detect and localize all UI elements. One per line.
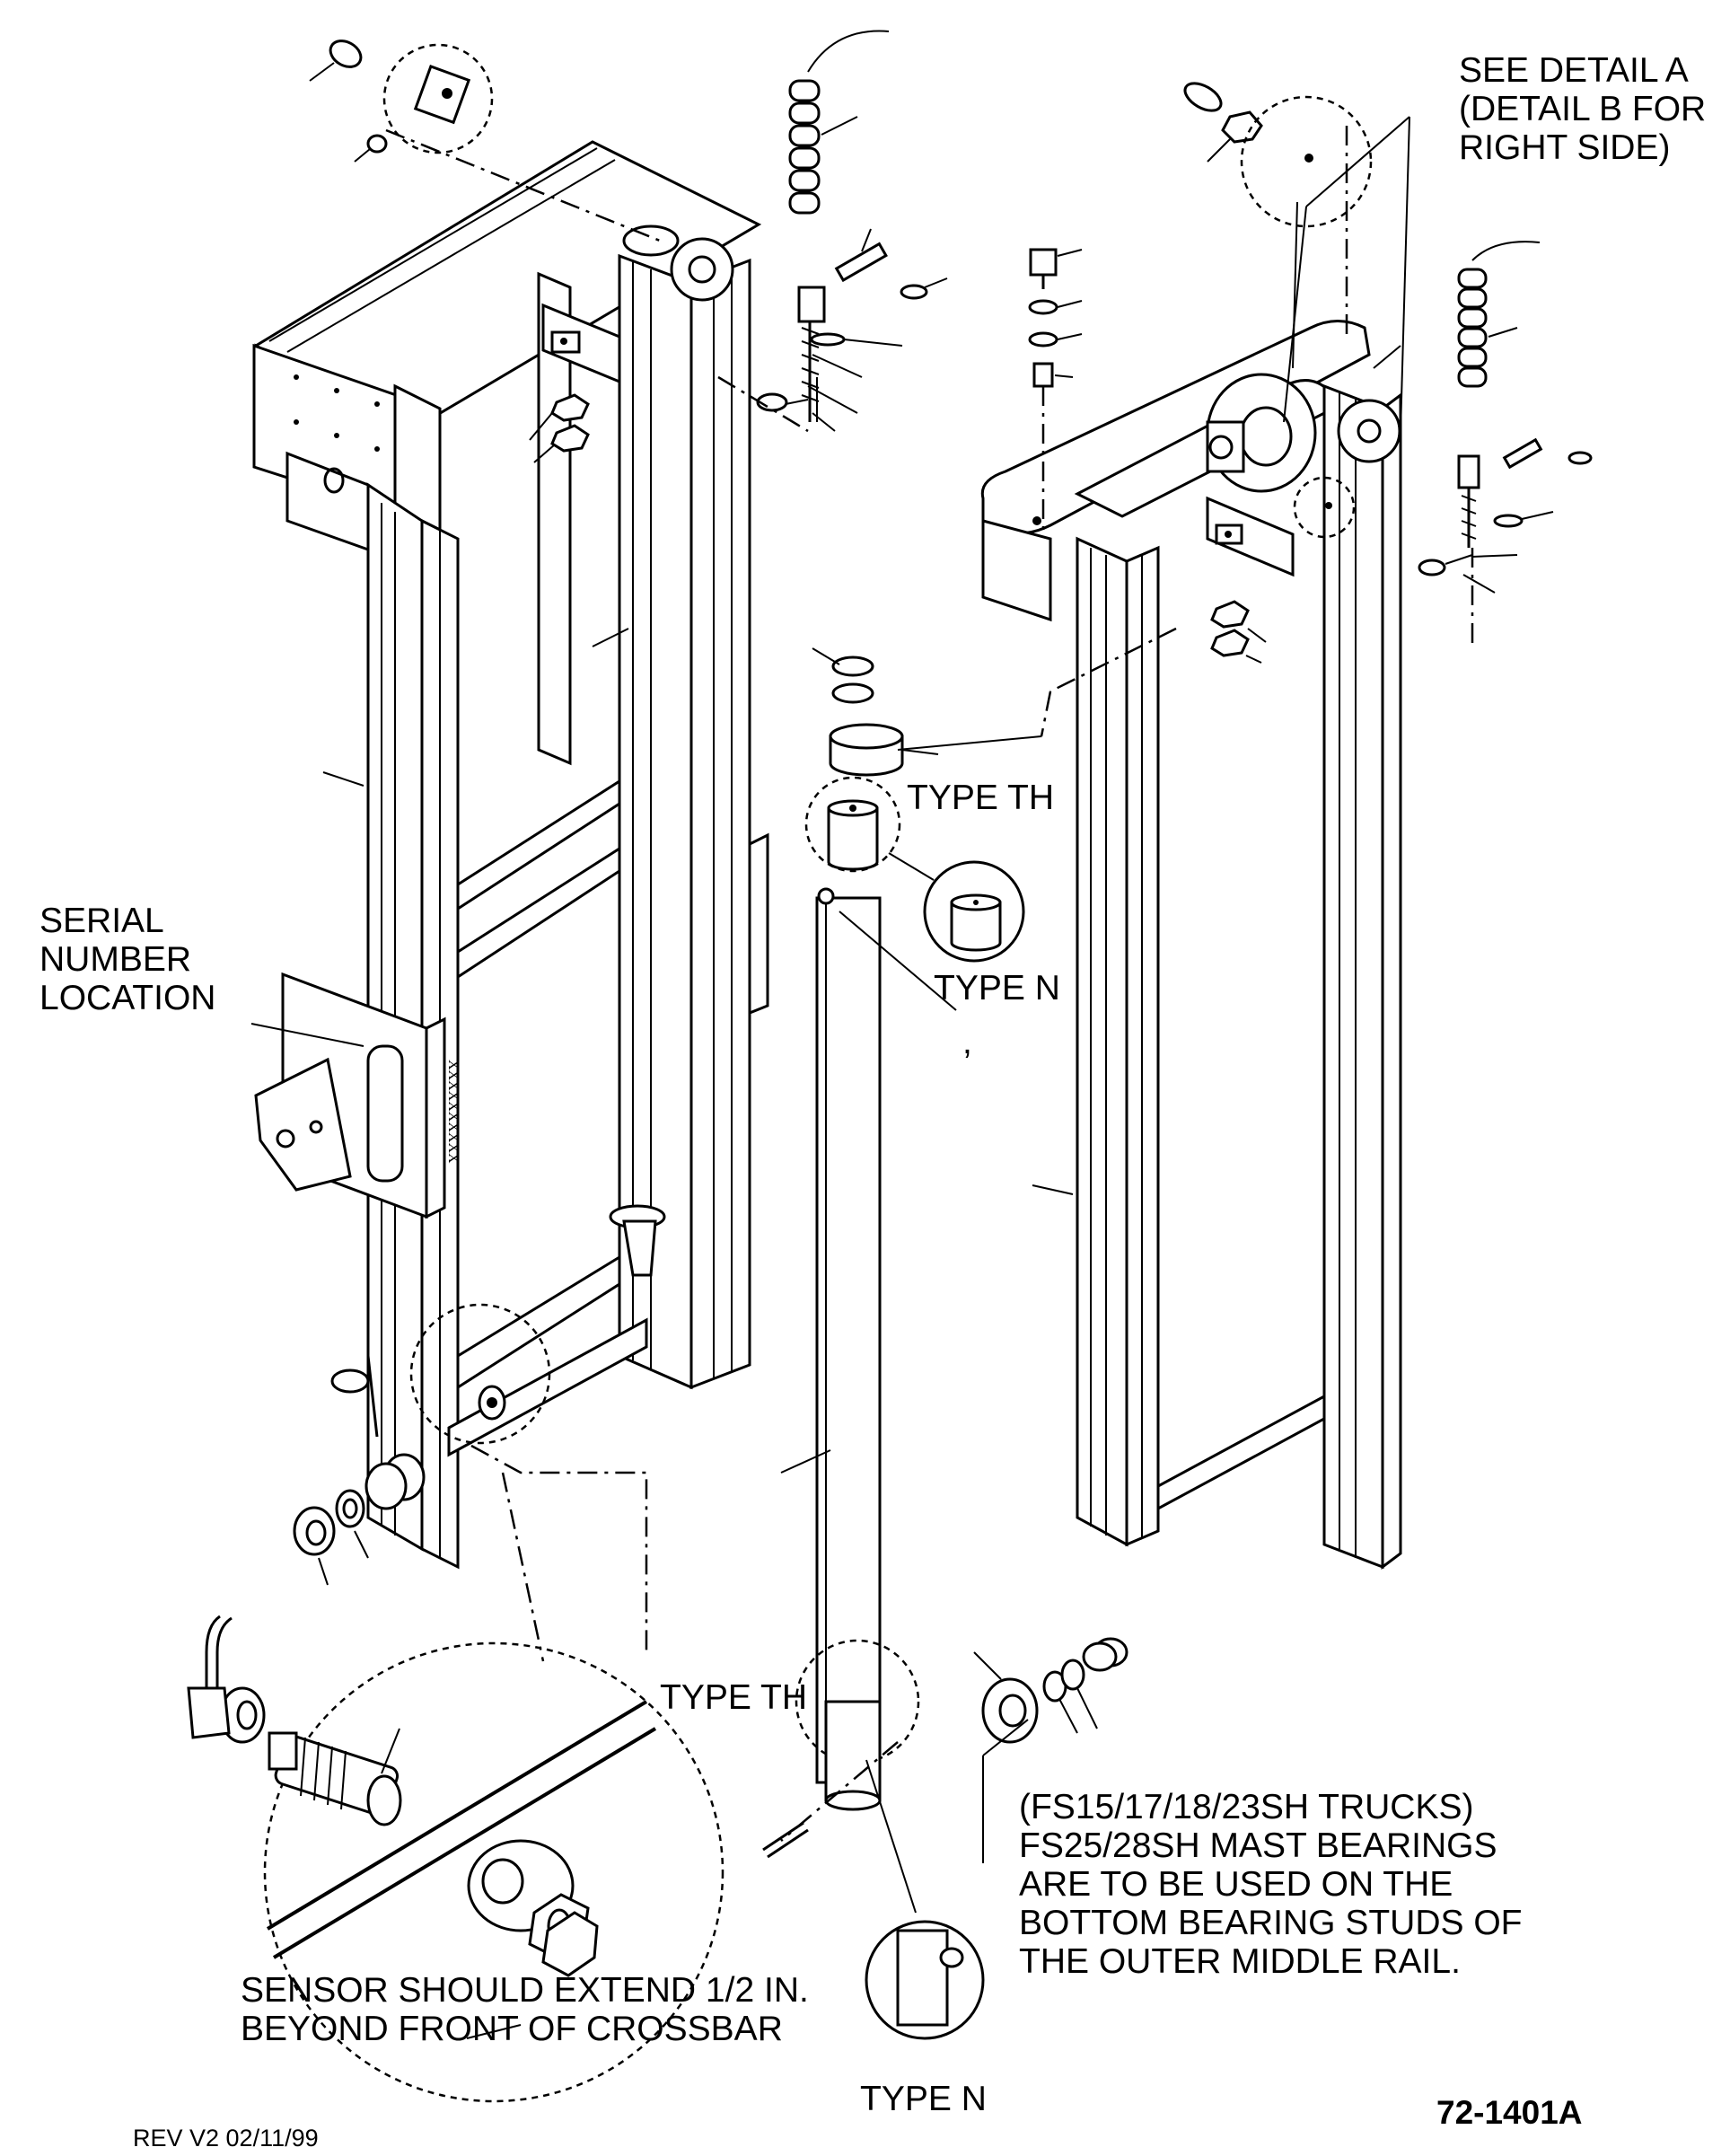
- center-lift-cylinder: [762, 647, 1025, 2040]
- serial-label-line-3: LOCATION: [40, 978, 216, 1017]
- see-detail-a-line-2: (DETAIL B FOR: [1459, 89, 1707, 128]
- bearing-note: (FS15/17/18/23SH TRUCKS) FS25/28SH MAST …: [1019, 1788, 1523, 1981]
- sensor-note-line-2: BEYOND FRONT OF CROSSBAR: [241, 2009, 783, 2048]
- type-n-upper-label: TYPE N: [934, 969, 1060, 1008]
- leader-lines: [250, 116, 1410, 1195]
- serial-number-location-label: SERIAL NUMBER LOCATION: [40, 902, 215, 1018]
- type-n-lower-label: TYPE N: [860, 2080, 987, 2118]
- type-th-upper-label: TYPE TH: [907, 779, 1054, 817]
- see-detail-a-note: SEE DETAIL A (DETAIL B FOR RIGHT SIDE): [1459, 51, 1707, 168]
- sensor-detail: [187, 1303, 724, 2103]
- sensor-note: SENSOR SHOULD EXTEND 1/2 IN. BEYOND FRON…: [241, 1971, 809, 2049]
- comma-mark: ,: [962, 1023, 972, 1061]
- drawing-number: 72-1401A: [1436, 2094, 1583, 2131]
- bearing-note-line-2: FS25/28SH MAST BEARINGS: [1019, 1826, 1497, 1865]
- serial-plate-text: XXXXXXXXXX: [445, 1060, 461, 1164]
- serial-label-line-2: NUMBER: [40, 939, 192, 979]
- bearing-note-line-1: (FS15/17/18/23SH TRUCKS): [1019, 1788, 1474, 1826]
- see-detail-a-line-3: RIGHT SIDE): [1459, 128, 1671, 167]
- see-detail-a-line-1: SEE DETAIL A: [1459, 51, 1689, 90]
- revision-stamp: REV V2 02/11/99: [133, 2125, 319, 2152]
- bearing-note-line-5: THE OUTER MIDDLE RAIL.: [1019, 1941, 1461, 1981]
- left-lift-chain: [788, 30, 890, 215]
- right-bottom-bearing: [973, 1651, 1098, 1863]
- sensor-note-line-1: SENSOR SHOULD EXTEND 1/2 IN.: [241, 1971, 809, 2010]
- left-mast-assembly: [252, 140, 769, 1570]
- serial-label-line-1: SERIAL: [40, 902, 164, 940]
- left-top-hardware: [309, 30, 948, 463]
- right-lift-chain: [1457, 241, 1541, 388]
- bearing-note-line-4: BOTTOM BEARING STUDS OF: [1019, 1903, 1523, 1942]
- bearing-note-line-3: ARE TO BE USED ON THE: [1019, 1864, 1453, 1904]
- right-top-hardware: [1028, 82, 1593, 664]
- right-mast-assembly: [980, 320, 1402, 1672]
- left-bottom-bearing: [293, 1489, 369, 1586]
- type-th-lower-label: TYPE TH: [660, 1678, 807, 1717]
